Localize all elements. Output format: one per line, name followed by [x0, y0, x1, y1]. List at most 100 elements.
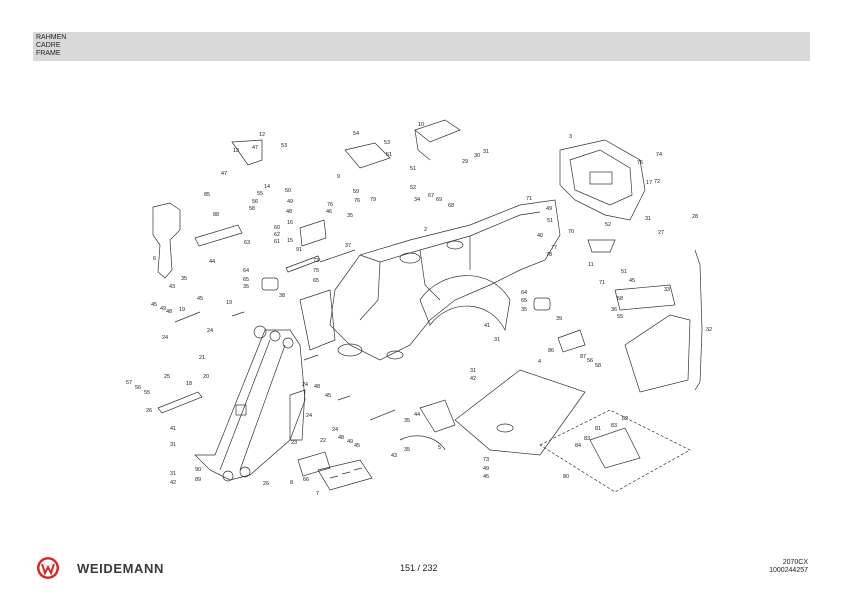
callout-82: 82	[622, 416, 628, 422]
callout-31a: 31	[483, 149, 489, 155]
callout-4: 4	[538, 359, 541, 365]
callout-55c: 55	[617, 314, 623, 320]
callout-48c: 48	[314, 384, 320, 390]
callout-73b: 73	[483, 457, 489, 463]
callout-51a: 51	[386, 152, 392, 158]
callout-24b: 24	[162, 335, 168, 341]
callout-86: 86	[548, 348, 554, 354]
callout-90: 90	[195, 467, 201, 473]
callout-32: 32	[706, 327, 712, 333]
callout-43a: 43	[169, 284, 175, 290]
callout-35b: 35	[243, 284, 249, 290]
callout-80: 80	[563, 474, 569, 480]
callout-24c: 24	[302, 382, 308, 388]
callout-31b: 31	[645, 216, 651, 222]
callout-26a: 26	[146, 408, 152, 414]
callout-64a: 64	[243, 268, 249, 274]
callout-46: 46	[326, 209, 332, 215]
callout-38: 38	[279, 293, 285, 299]
title-french: CADRE	[36, 42, 61, 49]
callout-30: 30	[474, 153, 480, 159]
callout-43b: 43	[391, 453, 397, 459]
callout-35a: 35	[181, 276, 187, 282]
callout-36: 36	[611, 307, 617, 313]
callout-55b: 55	[144, 390, 150, 396]
callout-44a: 44	[209, 259, 215, 265]
callout-56b: 56	[135, 385, 141, 391]
callout-83b: 83	[584, 436, 590, 442]
callout-65c: 65	[521, 298, 527, 304]
callout-41a: 41	[484, 323, 490, 329]
callout-45a: 45	[151, 302, 157, 308]
bracket-6	[152, 202, 181, 279]
callout-50: 50	[285, 188, 291, 194]
callout-87: 87	[580, 354, 586, 360]
callout-68: 68	[448, 203, 454, 209]
callout-56c: 56	[587, 358, 593, 364]
callout-numbers: 10 3 2 4 5 6 7 8 9 11 12 13 14 15 16 17 …	[126, 122, 712, 497]
page-header: RAHMEN CADRE FRAME	[33, 32, 810, 61]
callout-19: 19	[226, 300, 232, 306]
callout-19b: 19	[179, 307, 185, 313]
callout-61: 61	[274, 239, 280, 245]
callout-70: 70	[568, 229, 574, 235]
callout-13: 13	[233, 148, 239, 154]
callout-48b: 48	[166, 309, 172, 315]
callout-64b: 64	[521, 290, 527, 296]
callout-71a: 71	[526, 196, 532, 202]
callout-31f: 31	[170, 471, 176, 477]
callout-47b: 47	[221, 171, 227, 177]
callout-31c: 31	[494, 337, 500, 343]
callout-10: 10	[418, 122, 424, 128]
callout-35c: 35	[347, 213, 353, 219]
callout-45e: 45	[483, 474, 489, 480]
callout-14: 14	[264, 184, 270, 190]
callout-56a: 56	[252, 199, 258, 205]
doc-number: 1000244257	[769, 567, 808, 574]
callout-51b: 51	[410, 166, 416, 172]
callout-42b: 42	[170, 480, 176, 486]
callout-58b: 58	[617, 296, 623, 302]
callout-76b: 76	[327, 202, 333, 208]
callout-37: 37	[345, 243, 351, 249]
callout-20: 20	[203, 374, 209, 380]
callout-45f: 45	[629, 278, 635, 284]
callout-74: 74	[656, 152, 662, 158]
callout-24a: 24	[207, 328, 213, 334]
callout-44b: 44	[414, 412, 420, 418]
title-english: FRAME	[36, 50, 61, 57]
callout-59: 59	[353, 189, 359, 195]
callout-76a: 76	[637, 160, 643, 166]
callout-58a: 58	[249, 206, 255, 212]
callout-35f: 35	[404, 447, 410, 453]
callout-84: 84	[575, 443, 581, 449]
callout-63: 63	[244, 240, 250, 246]
callout-58c: 58	[595, 363, 601, 369]
latch-81	[589, 427, 641, 469]
callout-23: 23	[291, 440, 297, 446]
callout-42a: 42	[470, 376, 476, 382]
callout-72: 72	[654, 179, 660, 185]
callout-78: 78	[546, 252, 552, 258]
callout-45c: 45	[325, 393, 331, 399]
side-cover-33	[614, 284, 676, 311]
callout-35d: 35	[521, 307, 527, 313]
callout-81: 81	[595, 426, 601, 432]
callout-7: 7	[316, 491, 319, 497]
callout-26b: 26	[263, 481, 269, 487]
callout-18: 18	[186, 381, 192, 387]
callout-39: 39	[556, 316, 562, 322]
side-panel	[299, 289, 336, 351]
callout-71b: 71	[599, 280, 605, 286]
callout-31d: 31	[470, 368, 476, 374]
callout-16: 16	[287, 220, 293, 226]
callout-49b: 49	[546, 206, 552, 212]
callout-85: 85	[204, 192, 210, 198]
tool-box	[419, 399, 456, 433]
callout-88: 88	[213, 212, 219, 218]
rear-fender	[419, 275, 511, 332]
callout-3: 3	[569, 134, 572, 140]
callout-73a: 73	[313, 258, 319, 264]
callout-55a: 55	[257, 191, 263, 197]
callout-67: 67	[428, 193, 434, 199]
